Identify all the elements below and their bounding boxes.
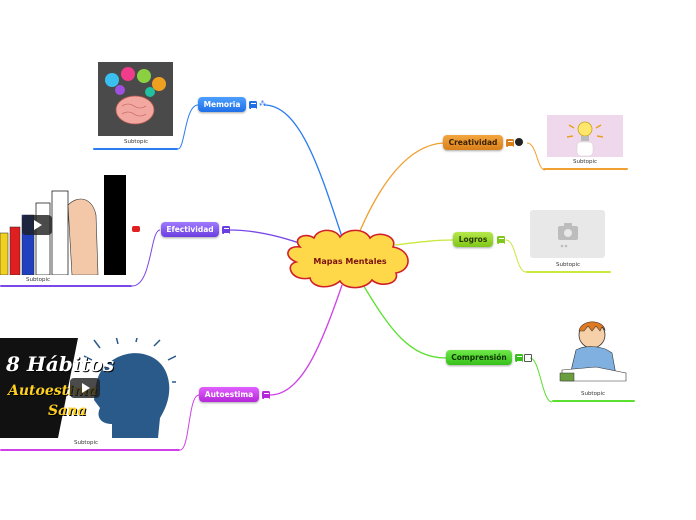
subtopic-label-logros: Subtopic [555, 262, 581, 268]
subtopic-image-creatividad [547, 115, 623, 157]
central-topic-label: Mapas Mentales [313, 257, 387, 266]
topic-comprension[interactable]: Comprensión [446, 350, 512, 365]
central-topic[interactable] [287, 229, 409, 289]
subtopic-underline-creatividad [543, 168, 628, 170]
topic-efectividad[interactable]: Efectividad [161, 222, 219, 237]
subtopic-video-autoestima: 8 Hábitos Autoestima Sana [0, 338, 176, 438]
link-icon[interactable] [515, 138, 523, 146]
subtopic-label-memoria: Subtopic [123, 139, 149, 145]
subtopic-underline-autoestima [0, 449, 180, 451]
camera-icon [558, 223, 578, 248]
link-icon[interactable] [524, 354, 532, 362]
head-silhouette-illustration [0, 338, 176, 438]
subtopic-label-comprension: Subtopic [580, 391, 606, 397]
subtopic-image-comprension [556, 315, 631, 387]
sub-connector-autoestima [179, 394, 200, 451]
notes-icon[interactable] [515, 354, 523, 362]
subtopic-label-efectividad: Subtopic [25, 277, 51, 283]
video-title-line-1: 8 Hábitos [6, 352, 115, 376]
connector-memoria [263, 104, 344, 241]
topic-creatividad[interactable]: Creatividad [443, 135, 503, 150]
subtopic-video-efectividad [0, 175, 128, 275]
subtopic-underline-comprension [552, 400, 635, 402]
sub-connector-creatividad [526, 142, 546, 171]
topic-memoria[interactable]: Memoria [198, 97, 246, 112]
subtopic-label-autoestima: Subtopic [73, 440, 99, 446]
connector-efectividad [229, 229, 306, 246]
connector-autoestima [269, 284, 343, 396]
subtopic-underline-efectividad [0, 285, 132, 287]
bar-growth-illustration [0, 175, 126, 275]
notes-icon[interactable] [262, 391, 270, 399]
student-studying-icon [559, 321, 627, 382]
play-video-button[interactable] [22, 215, 52, 235]
connector-creatividad [354, 142, 444, 244]
subtopic-label-creatividad: Subtopic [572, 159, 598, 165]
notes-icon[interactable] [497, 236, 505, 244]
notes-icon[interactable] [249, 101, 257, 109]
connector-comprension [361, 282, 447, 359]
sub-connector-logros [505, 239, 527, 273]
lightbulb-icon [566, 121, 604, 157]
brain-icon [105, 67, 166, 125]
sub-connector-comprension [529, 357, 553, 403]
topic-logros[interactable]: Logros [453, 232, 493, 247]
subtopic-underline-logros [526, 271, 611, 273]
video-title-line-3: Sana [48, 403, 87, 419]
sub-connector-memoria [177, 104, 199, 150]
subtopic-image-memoria [98, 62, 173, 136]
sub-connector-efectividad [131, 229, 161, 287]
subtopic-image-placeholder-logros [530, 210, 605, 258]
connector-logros [394, 239, 454, 246]
youtube-icon[interactable] [132, 226, 140, 232]
subtopic-underline-memoria [93, 148, 178, 150]
topic-autoestima[interactable]: Autoestima [199, 387, 259, 402]
notes-icon[interactable] [222, 226, 230, 234]
notes-icon[interactable] [506, 139, 514, 147]
attachment-icon[interactable]: ⁂ [259, 100, 266, 108]
play-video-button[interactable] [70, 378, 100, 398]
